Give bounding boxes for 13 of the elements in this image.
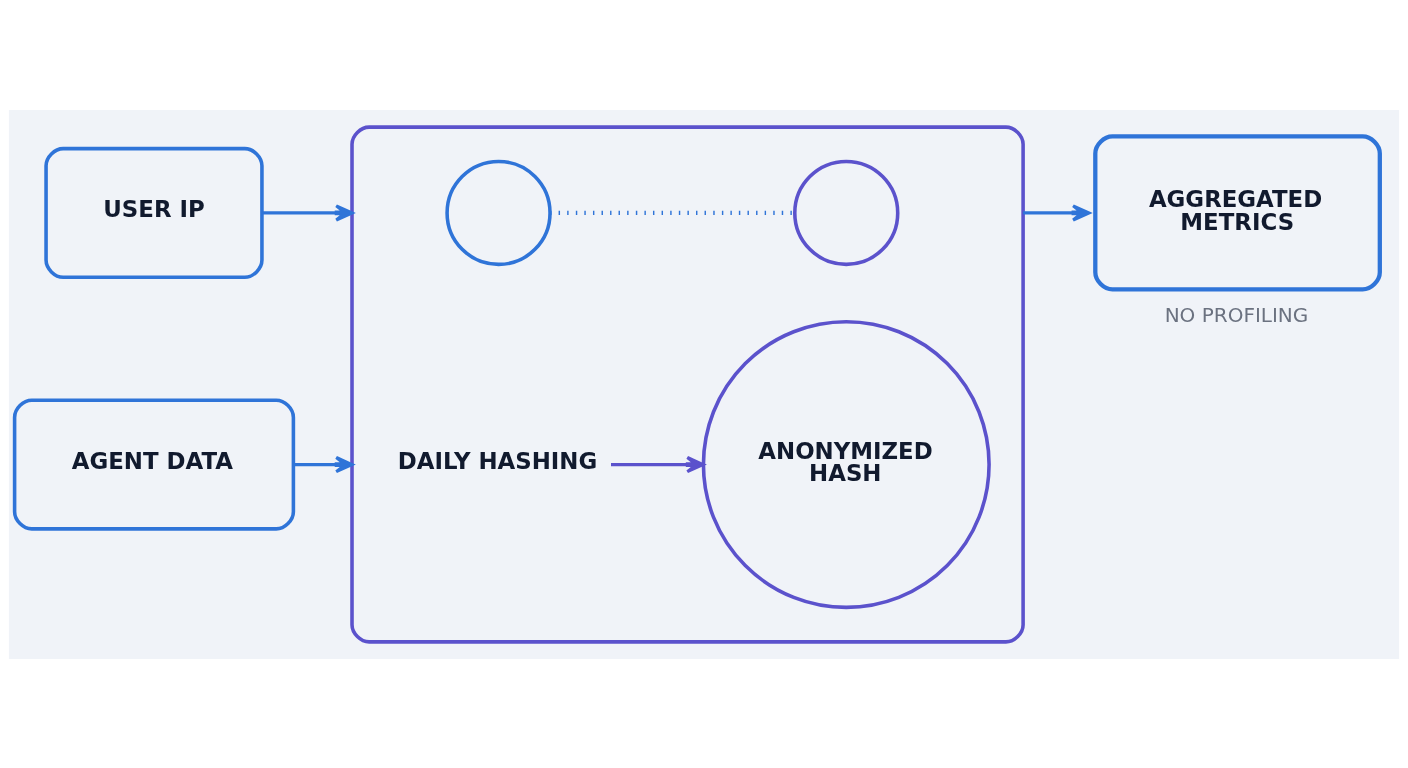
node-circle: [793, 159, 900, 266]
node-text: DAILY HASHING: [397, 447, 598, 474]
node-box: AGGREGATED METRICS: [1093, 133, 1382, 292]
node-box: USER IP: [44, 146, 264, 279]
arrow: [1023, 203, 1091, 222]
arrow: [293, 455, 354, 473]
connector: [550, 210, 795, 215]
arrow: [611, 455, 705, 473]
node-circle: ANONYMIZED HASH: [701, 319, 991, 609]
arrow: [262, 203, 354, 222]
node-circle: [445, 159, 552, 266]
node-label: NO PROFILING: [1164, 302, 1309, 327]
node-box: AGENT DATA: [12, 397, 296, 531]
